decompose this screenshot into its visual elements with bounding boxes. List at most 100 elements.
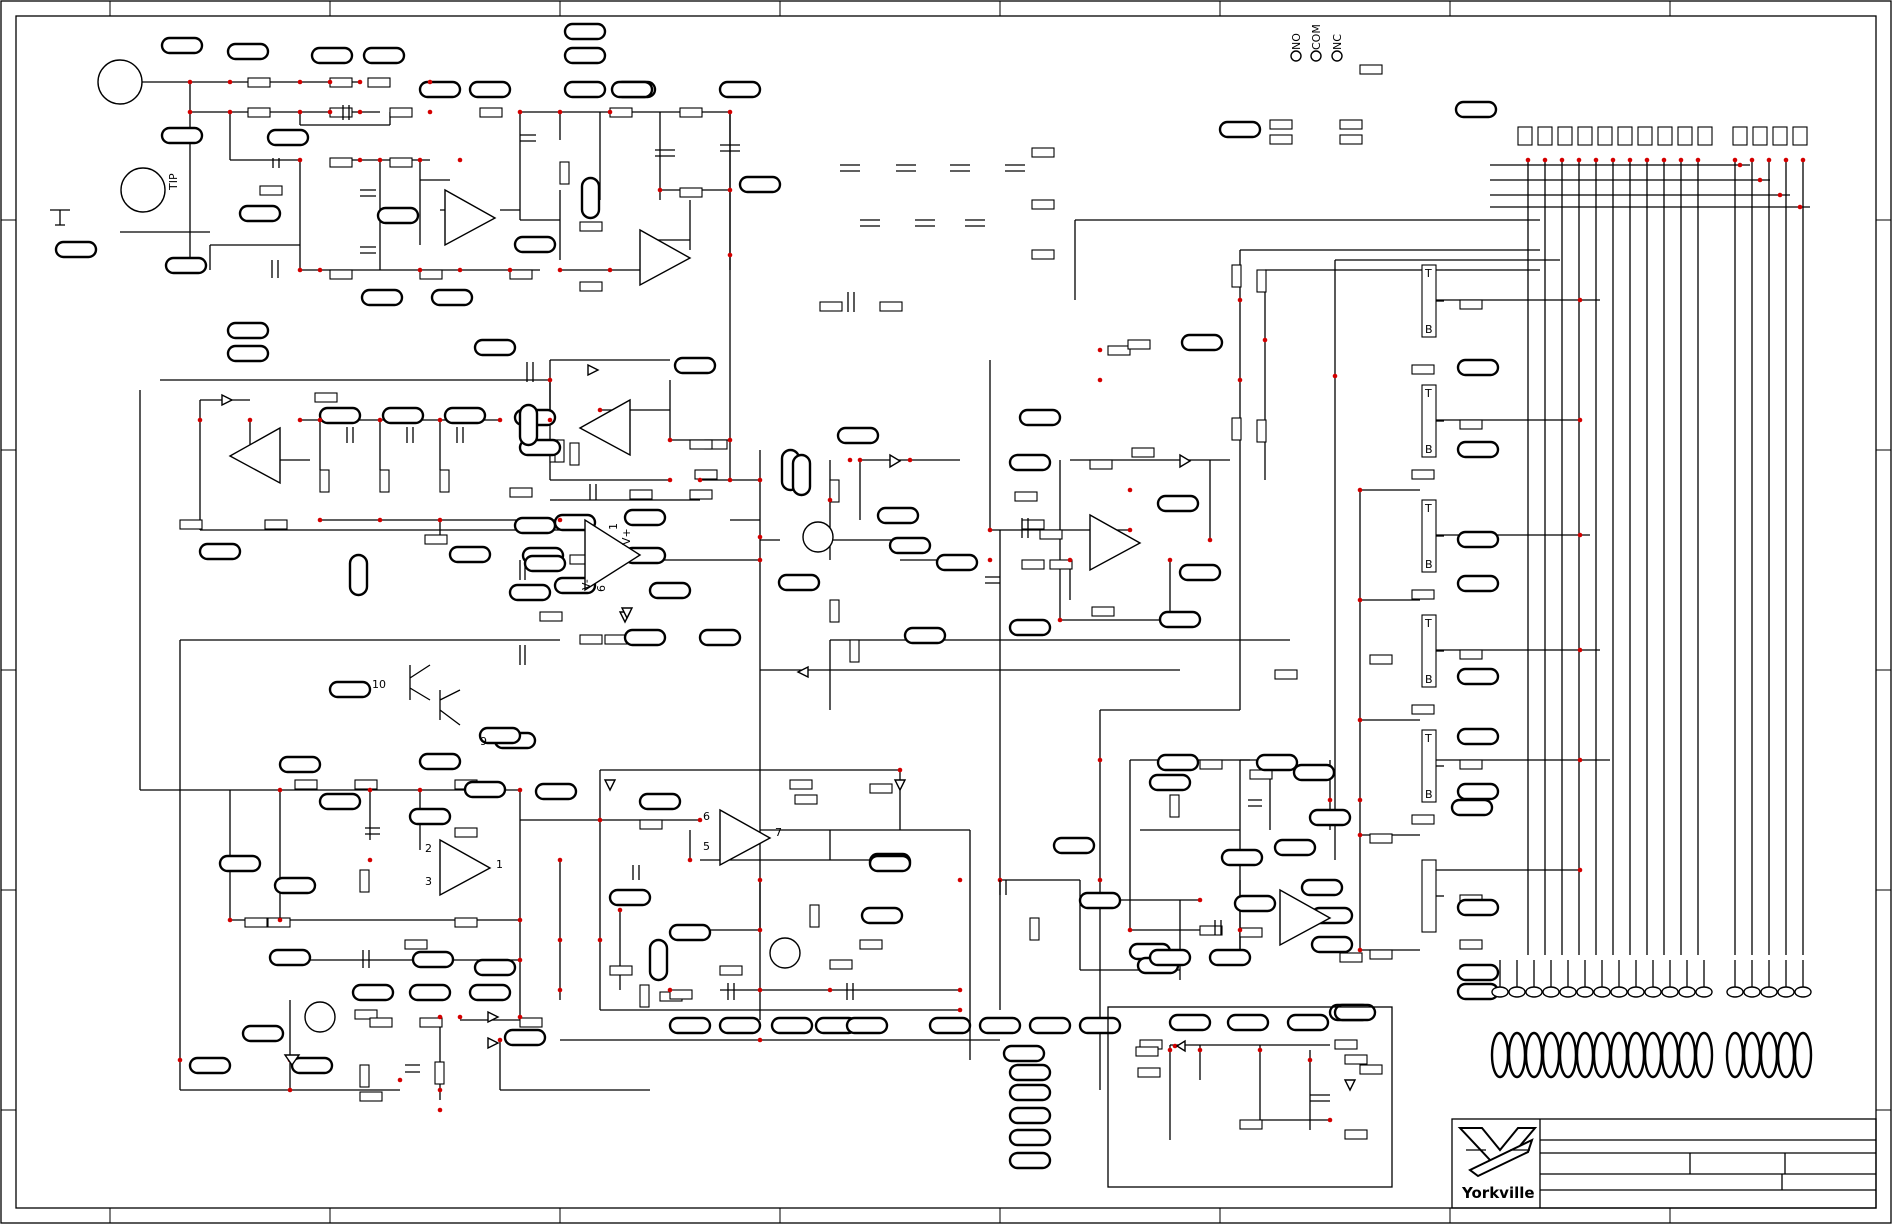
net-label bbox=[638, 792, 682, 811]
net-label bbox=[648, 938, 669, 982]
net-label bbox=[1218, 120, 1262, 139]
net-label bbox=[448, 545, 492, 564]
junction-dot bbox=[417, 157, 423, 163]
junction-dot bbox=[1172, 1043, 1178, 1049]
net-label bbox=[1255, 753, 1299, 772]
header-pin bbox=[1617, 126, 1633, 146]
junction-dot bbox=[1057, 617, 1063, 623]
resistor bbox=[569, 442, 580, 466]
resistor bbox=[559, 161, 570, 185]
resistor bbox=[314, 392, 338, 403]
resistor bbox=[639, 819, 663, 830]
output-connector-pin bbox=[1626, 1031, 1646, 1079]
junction-dot bbox=[437, 1087, 443, 1093]
ic-vp-label: V+ bbox=[620, 528, 633, 545]
resistor bbox=[794, 794, 818, 805]
output-connector-tip bbox=[1491, 986, 1509, 998]
net-label bbox=[1220, 848, 1264, 867]
output-connector-tip bbox=[1576, 986, 1594, 998]
net-label bbox=[290, 1056, 334, 1075]
junction-dot bbox=[1237, 927, 1243, 933]
resistor bbox=[419, 1017, 443, 1028]
junction-dot bbox=[1357, 717, 1363, 723]
resistor bbox=[1014, 491, 1038, 502]
net-label bbox=[411, 950, 455, 969]
capacitors bbox=[271, 105, 1330, 1102]
resistor bbox=[1339, 952, 1363, 963]
output-connector-pin bbox=[1643, 1031, 1663, 1079]
junction-dot bbox=[377, 417, 383, 423]
resistor bbox=[329, 269, 353, 280]
pin-2: 2 bbox=[425, 842, 432, 855]
junction-dot bbox=[297, 267, 303, 273]
output-connector-tip bbox=[1627, 986, 1645, 998]
net-label bbox=[226, 321, 270, 340]
junction-dot bbox=[497, 417, 503, 423]
resistor bbox=[1411, 814, 1435, 825]
net-label bbox=[791, 453, 812, 497]
resistor bbox=[1459, 759, 1483, 770]
junction-dot bbox=[697, 477, 703, 483]
junction-dot bbox=[1357, 597, 1363, 603]
header-pin bbox=[1792, 126, 1808, 146]
resistor bbox=[639, 984, 650, 1008]
header-pin bbox=[1697, 126, 1713, 146]
resistor bbox=[454, 917, 478, 928]
junction-dot bbox=[1783, 157, 1789, 163]
junction-dot bbox=[1127, 487, 1133, 493]
net-label bbox=[608, 888, 652, 907]
potentiometer-1: TB bbox=[1421, 264, 1444, 338]
junction-dot bbox=[1127, 527, 1133, 533]
junction-dot bbox=[957, 1007, 963, 1013]
net-label bbox=[928, 1016, 972, 1035]
pot-top-mark: T bbox=[1424, 387, 1432, 400]
net-label bbox=[1286, 1013, 1330, 1032]
resistor bbox=[1256, 419, 1267, 443]
net-label bbox=[1008, 1128, 1052, 1147]
resistor bbox=[454, 827, 478, 838]
junction-dot bbox=[1237, 297, 1243, 303]
junction-dot bbox=[667, 987, 673, 993]
net-label bbox=[770, 1016, 814, 1035]
pot-bottom-mark: B bbox=[1425, 673, 1433, 686]
junction-dot bbox=[1332, 373, 1338, 379]
net-label bbox=[1333, 1003, 1377, 1022]
resistor bbox=[1256, 269, 1267, 293]
net-label bbox=[1156, 494, 1200, 513]
junction-dot bbox=[357, 109, 363, 115]
resistor bbox=[1239, 927, 1263, 938]
net-label bbox=[160, 126, 204, 145]
junction-dot bbox=[1577, 757, 1583, 763]
junction-dot bbox=[367, 857, 373, 863]
resistor bbox=[439, 469, 450, 493]
output-connector-tip bbox=[1508, 986, 1526, 998]
net-label bbox=[278, 755, 322, 774]
resistor bbox=[1021, 559, 1045, 570]
resistor bbox=[1169, 794, 1180, 818]
pin-3: 3 bbox=[425, 875, 432, 888]
output-connector-pin bbox=[1507, 1031, 1527, 1079]
resistor bbox=[179, 519, 203, 530]
transistor-q3 bbox=[304, 1001, 336, 1033]
resistor bbox=[329, 77, 353, 88]
net-label bbox=[1456, 898, 1500, 917]
net-label bbox=[868, 854, 912, 873]
junction-dot bbox=[1257, 1047, 1263, 1053]
junction-dot bbox=[557, 857, 563, 863]
junction-dot bbox=[1559, 157, 1565, 163]
junction-dot bbox=[757, 987, 763, 993]
junction-dot bbox=[557, 517, 563, 523]
resistor bbox=[1459, 299, 1483, 310]
junction-dot bbox=[297, 109, 303, 115]
junction-dot bbox=[227, 917, 233, 923]
transistor-q2 bbox=[769, 937, 801, 969]
output-connector-pin bbox=[1742, 1031, 1762, 1079]
yorkville-y-logo bbox=[1457, 1127, 1538, 1178]
net-label bbox=[935, 553, 979, 572]
resistor bbox=[367, 77, 391, 88]
junction-dot bbox=[727, 477, 733, 483]
net-label bbox=[463, 780, 507, 799]
output-connector-pin bbox=[1725, 1031, 1745, 1079]
net-label bbox=[226, 42, 270, 61]
resistor bbox=[319, 469, 330, 493]
